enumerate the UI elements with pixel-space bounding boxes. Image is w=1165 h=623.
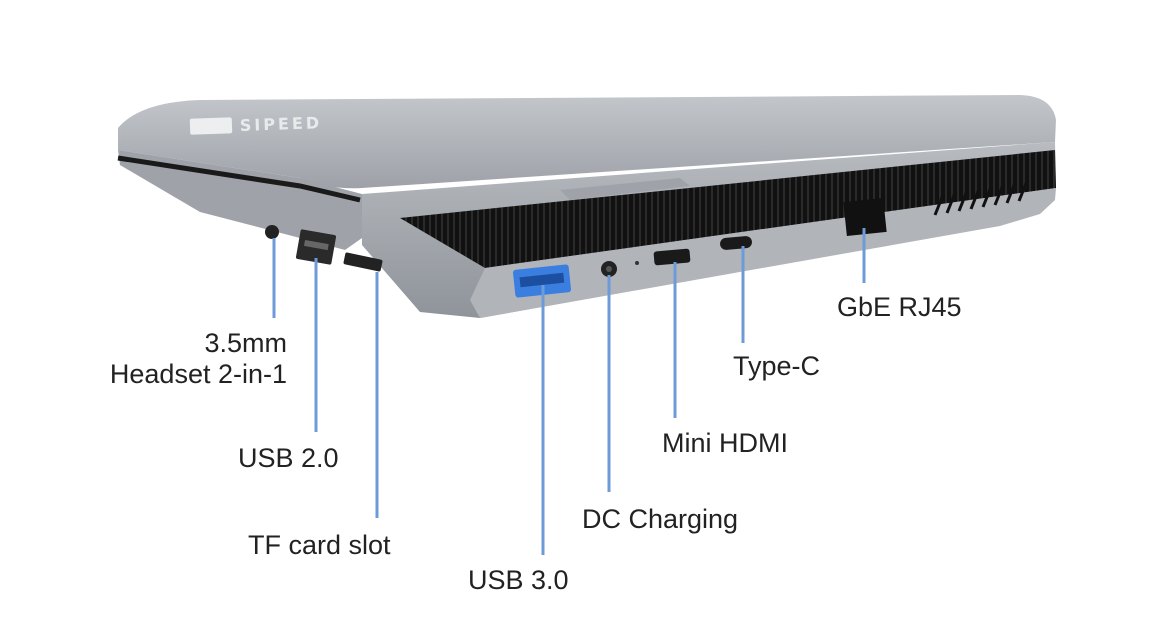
lid-logo-text: SIPEED xyxy=(239,113,322,135)
audio-jack-port xyxy=(265,225,279,239)
label-dc-charging: DC Charging xyxy=(582,504,739,534)
label-usb2: USB 2.0 xyxy=(238,443,339,473)
laptop-lid xyxy=(118,95,1056,189)
leader-lines xyxy=(272,228,866,555)
label-audio-jack: 3.5mm Headset 2-in-1 xyxy=(80,328,287,390)
label-mini-hdmi: Mini HDMI xyxy=(662,428,788,458)
label-type-c: Type-C xyxy=(733,351,821,381)
vent-strip xyxy=(400,150,1056,268)
label-audio-jack-line2: Headset 2-in-1 xyxy=(109,359,287,389)
laptop-left-side xyxy=(118,150,362,250)
mini-hdmi-port xyxy=(653,248,691,266)
side-grill xyxy=(933,180,1029,216)
label-tf-slot: TF card slot xyxy=(248,530,391,560)
rj45-port xyxy=(843,198,887,236)
label-audio-jack-line1: 3.5mm xyxy=(204,328,287,358)
port-panel xyxy=(470,188,1056,318)
tf-card-port xyxy=(343,252,383,272)
hinge-cover xyxy=(560,178,690,200)
lid-logo: SIPEED xyxy=(189,113,322,135)
label-usb3: USB 3.0 xyxy=(468,565,569,595)
label-rj45: GbE RJ45 xyxy=(837,292,962,322)
